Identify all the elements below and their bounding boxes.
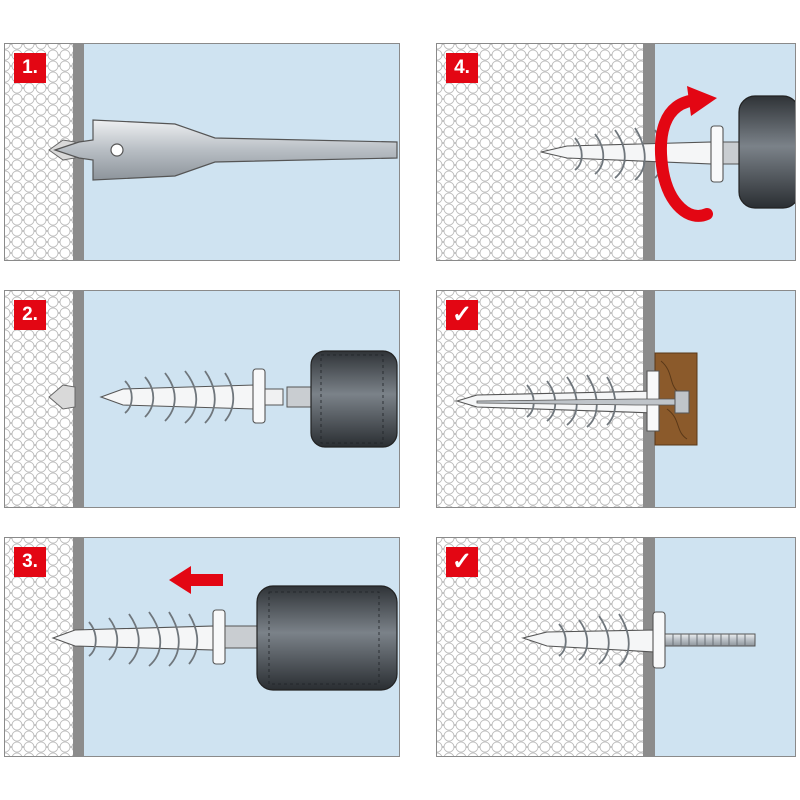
drill-chuck-icon — [722, 95, 795, 209]
step-badge: 2. — [14, 300, 46, 330]
step-3-illustration — [5, 538, 398, 756]
insulation-anchor-icon — [455, 370, 690, 432]
insulation-anchor-icon — [521, 611, 666, 669]
rotate-arrow-icon — [655, 86, 717, 222]
step-badge: 4. — [446, 53, 478, 83]
insulation-anchor-icon — [51, 609, 226, 667]
step-2-illustration — [5, 291, 398, 507]
check-mark-badge: ✓ — [446, 300, 478, 330]
step-1-illustration — [5, 44, 398, 260]
insulation-anchor-icon — [99, 368, 284, 424]
step-badge: 1. — [14, 53, 46, 83]
insulation-anchor-icon — [540, 125, 724, 183]
step-3-panel: 3. — [4, 537, 400, 757]
drill-chuck-icon — [286, 350, 398, 448]
step-5-panel: ✓ — [436, 290, 796, 508]
step-6-panel: ✓ — [436, 537, 796, 757]
drill-chuck-icon — [224, 585, 398, 691]
step-4-illustration — [437, 44, 795, 260]
check-mark-badge: ✓ — [446, 547, 478, 577]
left-arrow-icon — [169, 566, 223, 594]
step-4-panel: 4. — [436, 43, 796, 261]
step-2-panel: 2. — [4, 290, 400, 508]
step-1-panel: 1. — [4, 43, 400, 261]
threaded-bolt-icon — [664, 633, 756, 647]
step-badge: 3. — [14, 547, 46, 577]
step-5-illustration — [437, 291, 698, 507]
step-6-illustration — [437, 538, 756, 756]
spade-drill-bit-icon — [53, 119, 398, 181]
